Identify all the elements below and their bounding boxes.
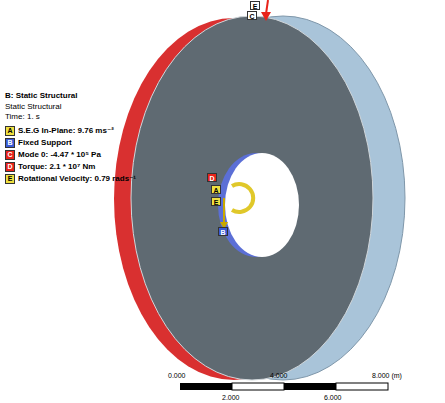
time-label: Time: 1. s bbox=[5, 113, 40, 121]
view-title: B: Static Structural bbox=[5, 92, 77, 100]
legend-text: Mode 0: -4.47 * 10⁵ Pa bbox=[18, 151, 101, 159]
legend-text: Rotational Velocity: 0.79 rads⁻¹ bbox=[18, 175, 136, 183]
callout-letter: B bbox=[218, 227, 228, 236]
legend-swatch: B bbox=[5, 138, 15, 148]
scale-value: 6.000 bbox=[324, 394, 342, 401]
legend-swatch: C bbox=[5, 150, 15, 160]
legend-letter: E bbox=[8, 175, 13, 182]
scale-value: 4.000 bbox=[270, 372, 288, 379]
legend-text: S.E.G In-Plane: 9.76 ms⁻² bbox=[18, 127, 114, 135]
subtitle: Static Structural bbox=[5, 103, 61, 111]
legend-letter: A bbox=[7, 127, 12, 134]
scale-value: 2.000 bbox=[222, 394, 240, 401]
legend-letter: B bbox=[7, 139, 12, 146]
legend-letter: D bbox=[7, 163, 12, 170]
callout-letter: E bbox=[211, 197, 221, 206]
callout-letter: C bbox=[247, 11, 257, 20]
legend-swatch: A bbox=[5, 126, 15, 136]
scale-value: 0.000 bbox=[168, 372, 186, 379]
legend-swatch: D bbox=[5, 162, 15, 172]
legend-swatch: E bbox=[5, 174, 15, 184]
legend-letter: C bbox=[7, 151, 12, 158]
legend-text: Torque: 2.1 * 10⁷ Nm bbox=[18, 163, 95, 171]
callout-letter: A bbox=[211, 185, 221, 194]
legend-text: Fixed Support bbox=[18, 139, 72, 147]
callout-letter: D bbox=[207, 173, 217, 182]
callout-letter: E bbox=[250, 1, 260, 10]
scale-value: 8.000 (m) bbox=[372, 372, 402, 379]
